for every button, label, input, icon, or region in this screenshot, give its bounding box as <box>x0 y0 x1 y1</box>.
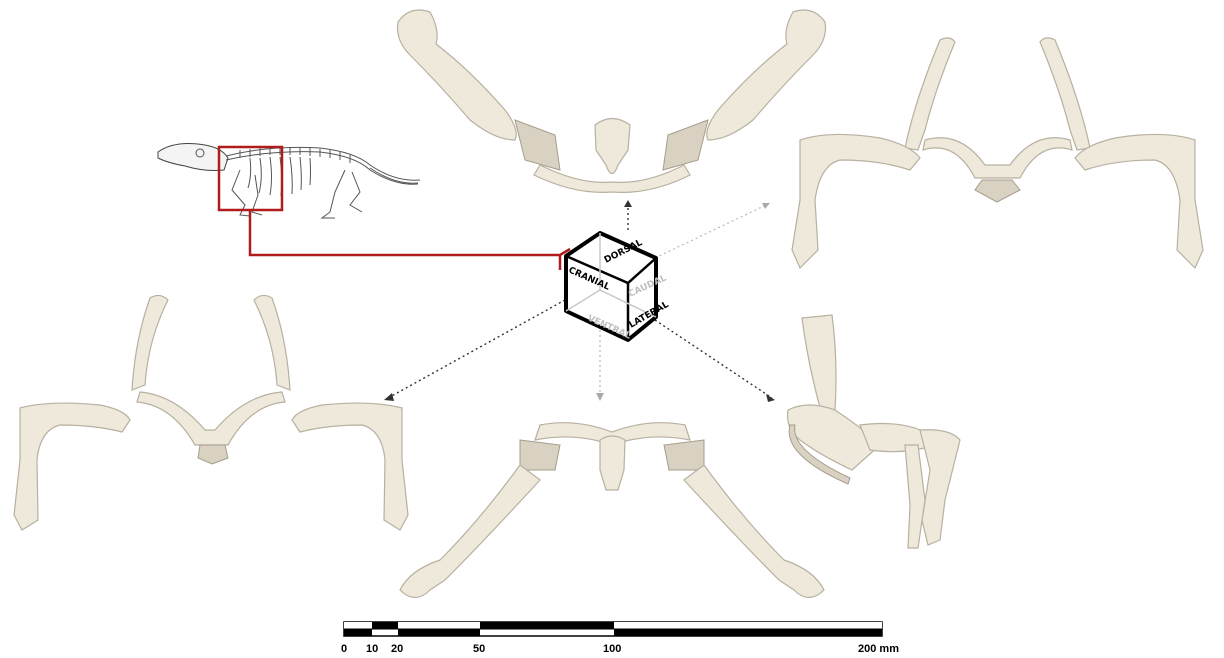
scale-tick-label: 10 <box>366 643 378 655</box>
lateral-arrow <box>766 394 775 402</box>
pectoral-girdle-caudal-view <box>792 38 1203 268</box>
scale-tick-label: 200 mm <box>858 643 899 655</box>
scale-tick-label: 0 <box>341 643 347 655</box>
scale-tick-label: 100 <box>603 643 621 655</box>
pectoral-girdle-lateral-view <box>788 315 961 548</box>
skeleton-reference-drawing <box>158 144 570 270</box>
dorsal-arrow <box>624 200 632 207</box>
leader-line <box>250 210 570 270</box>
cranial-axis <box>388 300 565 398</box>
caudal-axis <box>655 205 766 258</box>
pectoral-girdle-ventral-view <box>400 423 824 598</box>
scale-segment <box>344 629 372 636</box>
cranial-arrow <box>384 393 394 401</box>
scale-segment <box>480 622 614 629</box>
scale-segment <box>614 629 882 636</box>
orientation-cube: DORSAL CRANIAL CAUDAL LATERAL VENTRAL <box>566 233 671 342</box>
lateral-axis <box>655 320 772 398</box>
scale-segment <box>372 622 398 629</box>
scale-tick-label: 50 <box>473 643 485 655</box>
ventral-arrow <box>596 393 604 401</box>
scale-segment <box>398 629 480 636</box>
scale-tick-label: 20 <box>391 643 403 655</box>
pectoral-girdle-dorsal-view <box>398 10 826 192</box>
scale-bar: 0 10 20 50 100 200 mm <box>341 622 899 655</box>
pectoral-girdle-cranial-view <box>14 295 408 530</box>
